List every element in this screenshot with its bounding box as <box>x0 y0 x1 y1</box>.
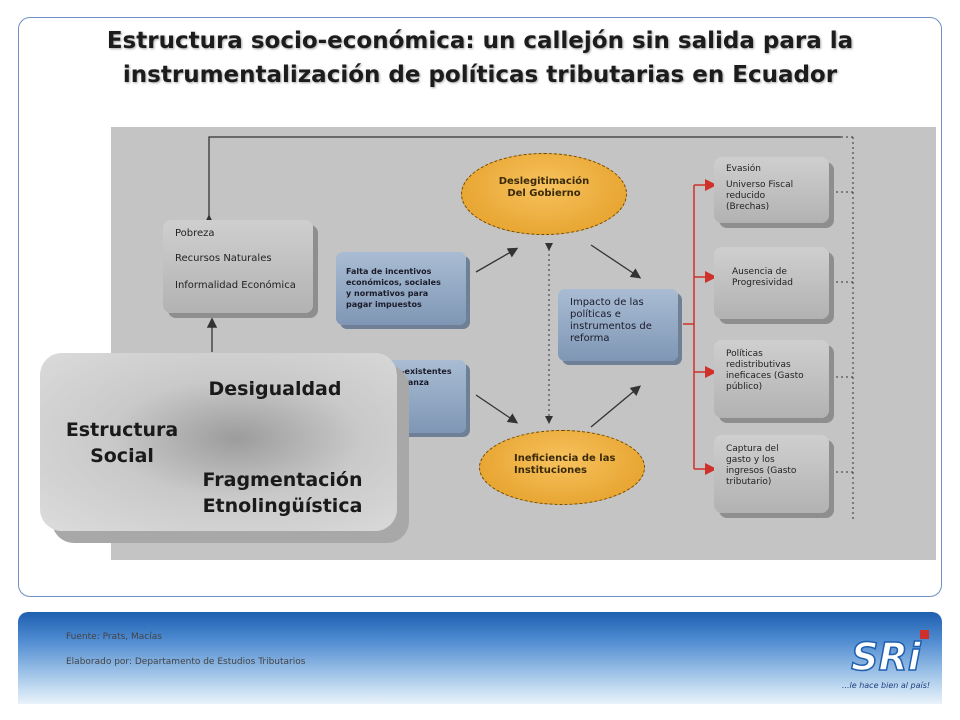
poverty-box: Pobreza Recursos Naturales Informalidad … <box>163 220 313 313</box>
sri-logo: SRi ...le hace bien al país! <box>842 630 930 690</box>
footer-band <box>18 612 942 704</box>
elaborated-text: Elaborado por: Departamento de Estudios … <box>66 657 306 667</box>
progressivity-box: Ausencia de Progresividad <box>714 247 829 319</box>
social-structure-label: Estructura Social <box>65 419 179 467</box>
incentives-box: Falta de incentivos económicos, sociales… <box>336 252 466 325</box>
title-line-1: Estructura socio-económica: un callejón … <box>106 28 854 54</box>
natural-resources-label: Recursos Naturales <box>175 253 272 264</box>
inequality-label: Desigualdad <box>208 378 342 400</box>
impact-box: Impacto de las políticas e instrumentos … <box>558 289 678 361</box>
svg-text:...le hace bien al país!: ...le hace bien al país! <box>842 681 930 690</box>
feedback-line-top <box>203 136 841 225</box>
evasion-box: Evasión Universo Fiscal reducido (Brecha… <box>714 157 829 223</box>
title-line-2: instrumentalización de políticas tributa… <box>122 62 838 88</box>
capture-box: Captura del gasto y los ingresos (Gasto … <box>714 435 829 513</box>
social-structure-panel <box>40 353 397 531</box>
delegitimation-ellipse: Deslegitimación Del Gobierno <box>461 153 627 235</box>
poverty-label: Pobreza <box>175 228 215 239</box>
slide-title: Estructura socio-económica: un callejón … <box>60 24 900 92</box>
source-text: Fuente: Prats, Macías <box>66 632 162 642</box>
diagram-connectors <box>203 136 854 522</box>
inefficiency-ellipse: Ineficiencia de las Instituciones <box>479 430 645 505</box>
informality-label: Informalidad Económica <box>175 280 296 291</box>
fragmentation-label: Fragmentación Etnolingüística <box>202 469 363 517</box>
redistributive-box: Políticas redistributivas ineficaces (Ga… <box>714 340 829 418</box>
svg-text:SRi: SRi <box>851 635 922 679</box>
